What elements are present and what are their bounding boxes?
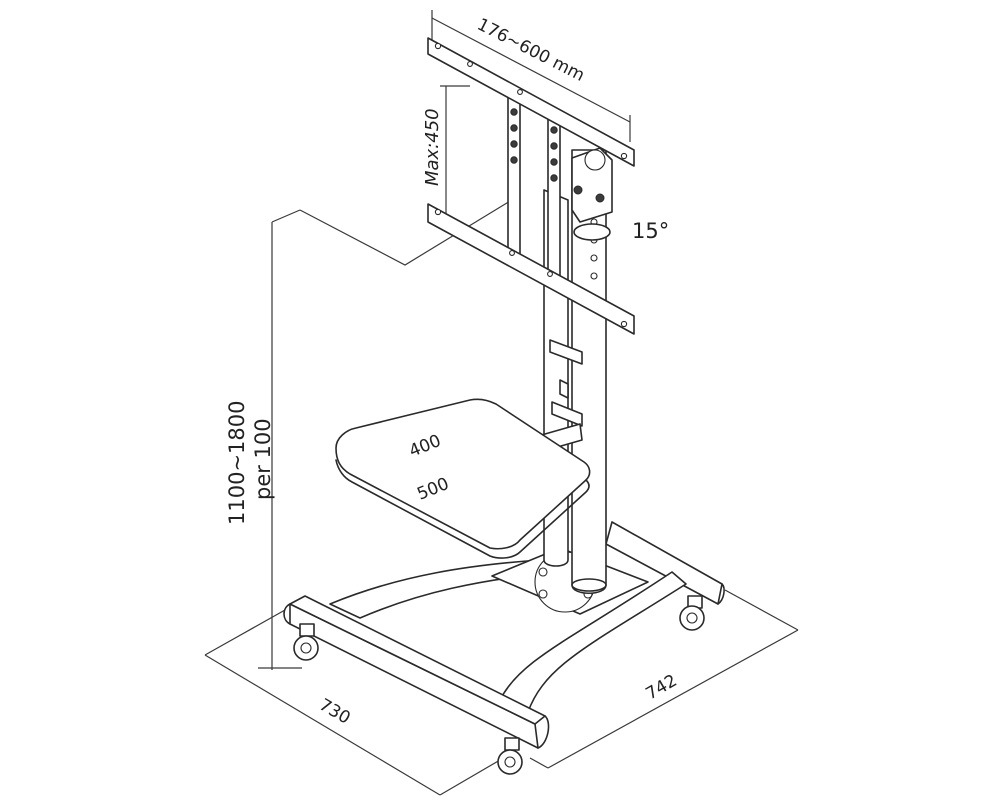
caster-front-right [497,737,523,775]
base-frame [283,521,725,749]
caster-back-right [679,595,705,631]
dimension-lines [204,10,799,796]
base-width-label: 730 [316,695,354,729]
base-depth-label: 742 [643,671,681,705]
height-range-label: 1100~1800 [225,401,249,525]
tilt-angle-label: 15° [632,219,669,243]
equipment-shelf [335,398,591,559]
vesa-height-label: Max:450 [422,108,443,186]
caster-front-left [293,623,319,661]
height-step-label: per 100 [251,418,275,500]
tv-mount-bracket [427,37,635,335]
